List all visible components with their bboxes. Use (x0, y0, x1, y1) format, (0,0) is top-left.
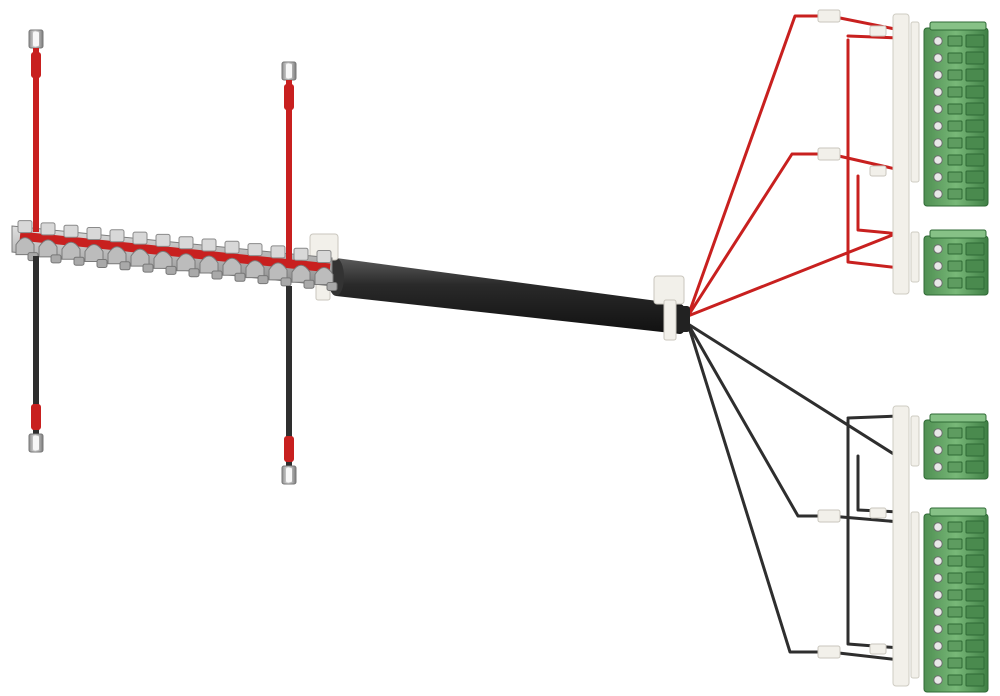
cable-sleeve (328, 258, 690, 334)
mounting-rails (892, 13, 920, 687)
busbar-tooth (314, 250, 338, 291)
busbar-tooth (84, 227, 108, 268)
busbar-tooth (199, 238, 223, 280)
terminal-block-lower-small (923, 413, 989, 480)
fanout-clips (817, 9, 887, 659)
busbar-tooth (153, 233, 177, 275)
busbar-tooth (130, 231, 154, 273)
busbar-tooth (176, 236, 200, 278)
busbar-tooth (291, 247, 315, 289)
vertical-leads (28, 29, 297, 485)
busbar-tooth (222, 240, 246, 282)
busbar-tooth (245, 243, 269, 285)
terminal-block-upper-small (923, 229, 989, 296)
busbar-comb (11, 220, 338, 291)
terminal-blocks (923, 21, 989, 693)
busbar-tooth (107, 229, 131, 271)
busbar-tooth (61, 224, 85, 266)
lead-right (281, 61, 297, 485)
red-fanout-wires (686, 14, 902, 318)
black-fanout-wires (686, 322, 902, 662)
busbar-tooth (38, 222, 62, 264)
busbar-tooth (268, 245, 292, 287)
terminal-block-lower-large (923, 507, 989, 693)
lead-left (28, 29, 44, 453)
terminal-block-upper-large (923, 21, 989, 207)
